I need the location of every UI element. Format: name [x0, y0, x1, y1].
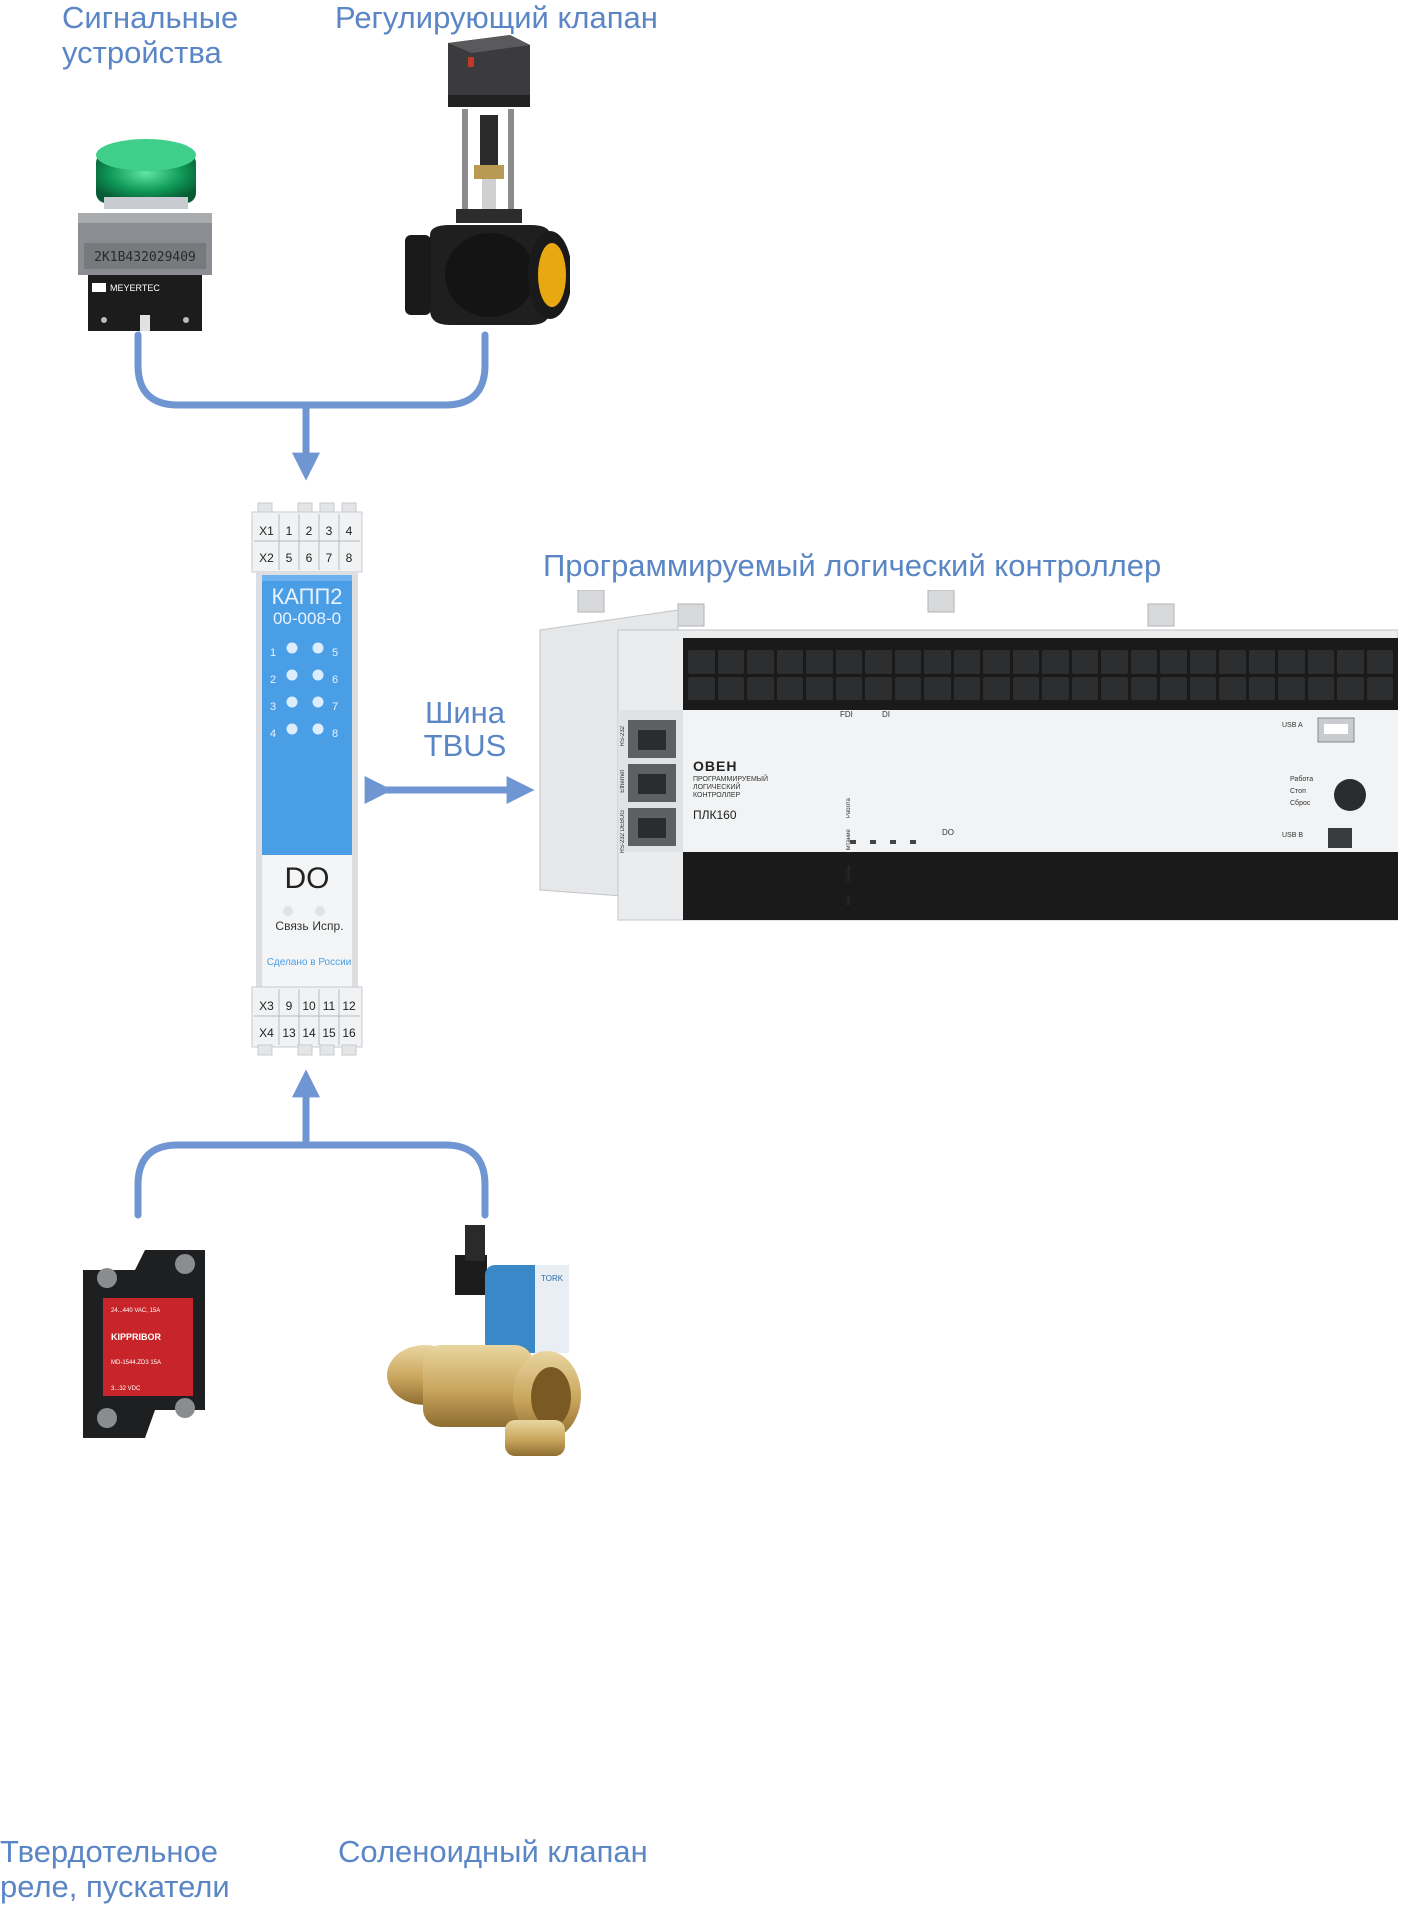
lamp-brand: MEYERTEC: [110, 283, 160, 293]
terminal-label: 15: [322, 1025, 336, 1040]
terminal-label: 11: [322, 998, 336, 1013]
status-link-label: Связь: [275, 919, 309, 933]
terminal-label: 3: [325, 523, 333, 538]
plc-model: ПЛК160: [693, 808, 737, 822]
terminal-label: X3: [259, 998, 274, 1013]
plc-group-do: DO: [942, 828, 954, 837]
kapp2-body: [251, 502, 363, 1056]
label-control-valve: Регулирующий клапан: [335, 0, 658, 35]
label-bus-line2: TBUS: [423, 728, 507, 763]
connector-top: [134, 331, 489, 409]
led-label: 6: [332, 674, 339, 686]
ssr-spec-bottom: 3...32 VDC: [111, 1386, 141, 1392]
ssr-brand: KIPPRIBOR: [111, 1332, 162, 1342]
bottom-terminals: X3 9 10 11 12 X4 13 14 15 16: [254, 992, 360, 1046]
label-bus-line1: Шина: [424, 695, 506, 730]
plc-port-debug: RS-232 DEBUG: [620, 810, 626, 854]
control-valve-image: [405, 35, 570, 325]
terminal-label: 10: [302, 998, 316, 1013]
made-in-label: Сделано в России: [266, 957, 352, 968]
ssr-spec-top: 24...440 VAC, 15A: [111, 1308, 160, 1314]
plc-status-label: Работа: [846, 798, 852, 818]
terminal-label: 8: [345, 550, 353, 565]
terminal-label: X4: [259, 1025, 274, 1040]
terminal-label: 4: [345, 523, 353, 538]
kapp2-module: X1 1 2 3 4 X2 5 6 7 8 КАПП2 00-008-0 1 2…: [248, 497, 366, 1057]
plc-buttons-labels: Работа Стоп Сброс: [1290, 774, 1313, 810]
plc-usb-b-label: USB B: [1282, 832, 1304, 839]
led-label: 1: [270, 647, 277, 659]
solenoid-valve-image: TORK: [387, 1225, 581, 1456]
label-ssr: Твердотельное реле, пускатели: [0, 1834, 230, 1904]
plc-status-labels: Бат. Связь Питание Работа: [846, 798, 852, 905]
led-label: 8: [332, 728, 339, 740]
terminal-label: 5: [285, 550, 293, 565]
label-plc: Программируемый логический контроллер: [543, 548, 1162, 583]
solenoid-brand: TORK: [541, 1274, 564, 1283]
module-name: КАПП2: [271, 584, 343, 609]
led-label: 2: [270, 674, 277, 686]
led-label: 7: [332, 701, 339, 713]
terminal-label: 6: [305, 550, 313, 565]
status-fault-label: Испр.: [312, 919, 344, 933]
led-label: 3: [270, 701, 277, 713]
terminal-label: 2: [305, 523, 313, 538]
ssr-model: MD-1544.ZD3 15A: [111, 1360, 161, 1366]
ssr-image: 24...440 VAC, 15A KIPPRIBOR MD-1544.ZD3 …: [83, 1250, 205, 1438]
plc-btn-label: Работа: [1290, 776, 1314, 783]
plc-brand: ОВЕН: [693, 758, 738, 774]
plc-status-label: Питание: [846, 829, 852, 854]
led-labels-left: 1 2 3 4: [270, 640, 284, 748]
terminal-label: 16: [342, 1025, 356, 1040]
terminal-label: X2: [259, 550, 274, 565]
terminal-label: X1: [259, 523, 274, 538]
terminal-label: 12: [342, 998, 356, 1013]
signal-lamp-image: 2K1B432029409 MEYERTEC: [78, 139, 212, 331]
led-label: 5: [332, 647, 339, 659]
module-type: DO: [284, 862, 330, 895]
plc-group-fdi: FDI: [840, 710, 853, 719]
top-terminals: X1 1 2 3 4 X2 5 6 7 8: [254, 517, 360, 571]
plc-description: ПРОГРАММИРУЕМЫЙ ЛОГИЧЕСКИЙ КОНТРОЛЛЕР: [693, 776, 768, 800]
terminal-label: 9: [285, 998, 293, 1013]
label-signal-devices: Сигнальные устройства: [62, 0, 239, 70]
plc-port-rs232: RS-232: [620, 726, 626, 747]
label-solenoid: Соленоидный клапан: [338, 1834, 648, 1869]
plc-desc-line: КОНТРОЛЛЕР: [693, 792, 741, 799]
plc-device: ОВЕН ПРОГРАММИРУЕМЫЙ ЛОГИЧЕСКИЙ КОНТРОЛЛ…: [538, 590, 1398, 935]
plc-body: [539, 590, 1398, 921]
lamp-serial: 2K1B432029409: [94, 250, 196, 265]
plc-desc-line: ЛОГИЧЕСКИЙ: [693, 784, 741, 791]
terminal-label: 7: [325, 550, 333, 565]
led-label: 4: [270, 728, 277, 740]
plc-status-label: Связь: [846, 865, 852, 883]
plc-top-terminals: [688, 650, 1393, 700]
plc-btn-label: Сброс: [1290, 800, 1311, 807]
plc-status-label: Бат.: [846, 894, 852, 905]
plc-usb-a-label: USB A: [1282, 722, 1303, 729]
plc-btn-label: Стоп: [1290, 788, 1306, 795]
led-labels-right: 5 6 7 8: [332, 640, 346, 748]
terminal-label: 14: [302, 1025, 316, 1040]
plc-port-ethernet: Ethernet: [620, 770, 626, 793]
terminal-label: 1: [285, 523, 293, 538]
terminal-label: 13: [282, 1025, 296, 1040]
plc-group-di: DI: [882, 710, 890, 719]
module-code: 00-008-0: [272, 609, 342, 628]
connector-bottom: [134, 1141, 489, 1219]
plc-desc-line: ПРОГРАММИРУЕМЫЙ: [693, 776, 769, 783]
